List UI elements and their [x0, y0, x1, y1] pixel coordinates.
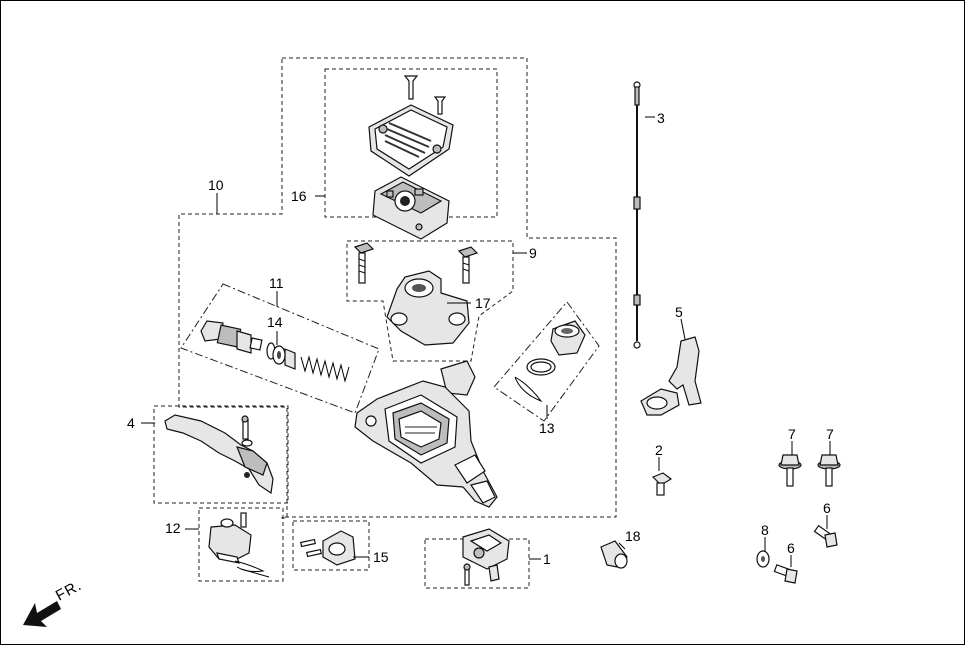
callout-9: 9	[529, 245, 537, 261]
callout-6-lower: 6	[787, 540, 795, 556]
callout-13: 13	[539, 420, 555, 436]
callout-14: 14	[267, 314, 283, 330]
bolt-6-upper	[813, 524, 838, 548]
callout-7-left: 7	[788, 426, 796, 442]
mounting-bracket	[640, 336, 702, 416]
bolt-6-lower	[773, 564, 798, 584]
front-direction-arrow-icon	[23, 601, 61, 627]
leader-lines	[141, 116, 831, 567]
callout-1: 1	[543, 551, 551, 567]
washer-8	[756, 550, 770, 568]
brake-cable	[633, 81, 641, 349]
callout-6-upper: 6	[823, 500, 831, 516]
front-direction-label: FR.	[53, 577, 85, 605]
reservoir-cap-screws	[403, 75, 447, 115]
callout-2: 2	[655, 442, 663, 458]
group-15-outline	[292, 520, 370, 571]
callout-5: 5	[675, 304, 683, 320]
switch-clamp	[300, 530, 356, 566]
pivot-bracket	[208, 512, 270, 578]
cap-18	[600, 540, 628, 569]
bolt-2	[651, 472, 673, 496]
group-13-outline	[493, 301, 600, 422]
group-9-outline	[346, 240, 514, 362]
piston-assembly	[200, 320, 296, 370]
callout-3: 3	[657, 110, 665, 126]
return-spring	[300, 355, 350, 383]
brake-light-switch	[462, 528, 510, 586]
flange-bolt-7-left	[778, 454, 802, 487]
dust-boot-and-circlip	[514, 320, 586, 403]
callout-16: 16	[291, 188, 307, 204]
callout-7-right: 7	[826, 426, 834, 442]
callout-17: 17	[475, 295, 491, 311]
callout-11: 11	[269, 275, 284, 291]
group-4-outline	[153, 405, 289, 504]
callout-10: 10	[208, 177, 224, 193]
brake-lever	[164, 414, 274, 495]
callout-8: 8	[761, 522, 769, 538]
group-11-outline	[180, 283, 380, 414]
group-12-outline	[198, 507, 284, 582]
callout-18: 18	[625, 528, 641, 544]
master-cylinder-body	[354, 360, 498, 508]
reservoir-diaphragm	[372, 176, 450, 240]
handlebar-clamp	[386, 270, 470, 346]
clamp-bolts	[353, 242, 479, 284]
callout-12: 12	[165, 520, 181, 536]
group-10-outline	[178, 57, 617, 519]
reservoir-cap	[368, 104, 454, 177]
callout-4: 4	[127, 415, 135, 431]
flange-bolt-7-right	[817, 454, 841, 487]
callout-15: 15	[373, 549, 389, 565]
